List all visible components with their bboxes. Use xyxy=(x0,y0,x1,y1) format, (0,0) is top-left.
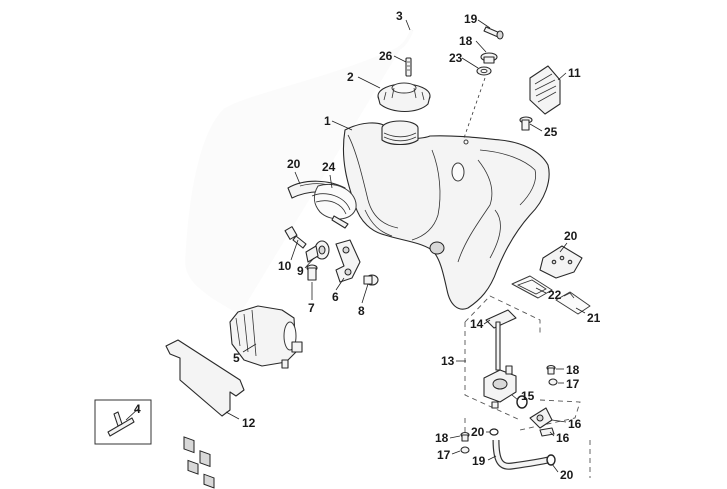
bracket-6 xyxy=(335,239,361,283)
o-ring-15 xyxy=(516,395,528,409)
callout-6: 6 xyxy=(332,290,339,304)
pad-25 xyxy=(555,291,591,315)
screw-18-lower xyxy=(460,431,470,442)
callout-13: 13 xyxy=(441,354,455,368)
callout-18-lower: 18 xyxy=(435,431,449,445)
callout-19: 19 xyxy=(472,454,486,468)
callout-14: 14 xyxy=(470,317,484,331)
clamp-20-lower xyxy=(546,454,556,466)
callout-25: 21 xyxy=(587,311,601,325)
washer-17-lower xyxy=(460,446,470,454)
callout-3: 3 xyxy=(396,9,403,23)
callout-labels: 3 2 1 26 19 18 23 11 25 20 24 10 9 6 7 8… xyxy=(134,9,601,482)
screw-7 xyxy=(306,264,318,281)
plate-16 xyxy=(529,407,555,437)
leader-lines xyxy=(125,19,586,473)
callout-22: 19 xyxy=(464,12,478,26)
screw-22 xyxy=(483,26,504,40)
screw-18-upper xyxy=(546,364,556,375)
callout-16-lower: 16 xyxy=(556,431,570,445)
callout-23: 20 xyxy=(564,229,578,243)
callout-4: 4 xyxy=(134,402,141,416)
callout-29: 25 xyxy=(544,125,558,139)
bush-21 xyxy=(480,52,498,64)
clamp-28 xyxy=(311,184,357,229)
callout-16-right: 16 xyxy=(568,417,582,431)
callout-2: 2 xyxy=(347,70,354,84)
callout-20-upper: 20 xyxy=(471,425,485,439)
callout-20-lower: 20 xyxy=(560,468,574,482)
cover-11 xyxy=(529,65,561,115)
callout-30: 26 xyxy=(379,49,393,63)
fuel-pump-assembly-outline xyxy=(464,295,591,478)
callout-5: 5 xyxy=(233,351,240,365)
callout-12: 12 xyxy=(242,416,256,430)
callout-10: 10 xyxy=(278,259,292,273)
fuel-pump-valve xyxy=(483,321,517,409)
washer-17-upper xyxy=(548,378,558,386)
callout-11: 11 xyxy=(568,66,581,80)
t-fitting-box-4 xyxy=(94,399,152,445)
cap-vent-valve xyxy=(405,57,412,77)
fuel-cap xyxy=(377,82,431,113)
canister-5 xyxy=(229,305,303,369)
washer-27 xyxy=(476,66,492,76)
callout-18-upper: 18 xyxy=(566,363,580,377)
callout-8: 8 xyxy=(358,304,365,318)
fuel-hose-19 xyxy=(492,439,549,470)
filter-14 xyxy=(485,309,517,329)
spacer-9 xyxy=(305,240,330,263)
pad-26 xyxy=(511,275,553,299)
bracket-23 xyxy=(539,245,583,279)
callout-7: 7 xyxy=(308,301,315,315)
callout-27: 23 xyxy=(449,51,463,65)
screw-29 xyxy=(519,116,533,131)
callout-15: 15 xyxy=(521,389,535,403)
breather-hose xyxy=(185,29,414,316)
bracket-12 xyxy=(165,339,245,489)
callout-21: 18 xyxy=(459,34,473,48)
callout-1: 1 xyxy=(324,114,331,128)
screw-8 xyxy=(363,274,379,286)
callout-17-upper: 17 xyxy=(566,377,580,391)
callout-28: 24 xyxy=(322,160,336,174)
callout-9: 9 xyxy=(297,264,304,278)
callout-17-lower: 17 xyxy=(437,448,451,462)
callout-24: 20 xyxy=(287,157,301,171)
clip-20-upper xyxy=(489,428,499,436)
callout-26: 22 xyxy=(548,288,562,302)
fuel-tank xyxy=(342,120,550,310)
screw-10 xyxy=(284,226,307,249)
